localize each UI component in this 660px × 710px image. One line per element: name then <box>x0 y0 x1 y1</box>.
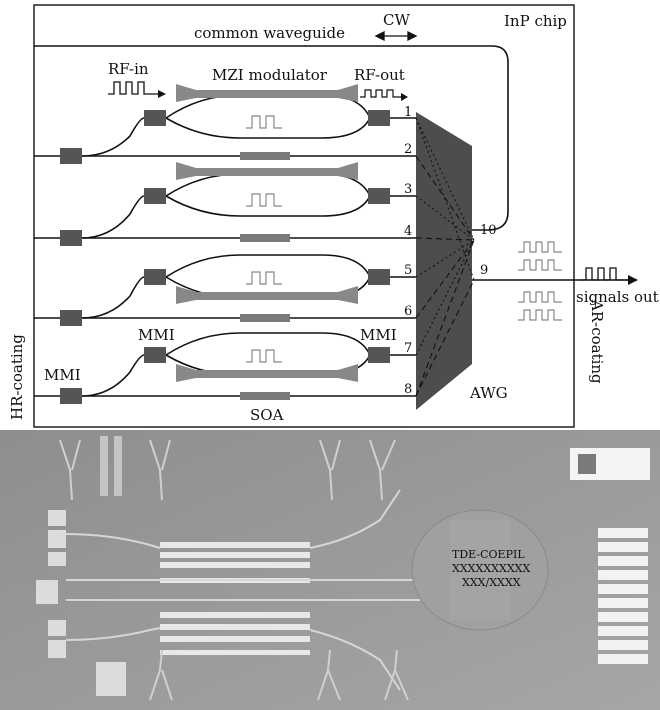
right-bond-pads <box>598 528 648 664</box>
port-6: 6 <box>404 304 412 319</box>
port-4: 4 <box>404 224 412 239</box>
port-5: 5 <box>404 263 412 278</box>
rf-out-label: RF-out <box>354 66 405 84</box>
rf-out-arrow-icon <box>401 93 408 101</box>
port-8: 8 <box>404 382 412 397</box>
port-3: 3 <box>404 182 412 197</box>
awg-block <box>416 112 472 410</box>
port-10: 10 <box>480 223 497 238</box>
signals-out-arrow-icon <box>628 275 638 285</box>
mmi-label-center-left: MMI <box>138 326 175 344</box>
mmi-label-left: MMI <box>44 366 81 384</box>
mzi-modulator-bars <box>176 84 358 382</box>
chip-outline <box>33 4 575 428</box>
top-probe-strips <box>100 436 122 496</box>
hr-coating-label: HR-coating <box>8 334 26 420</box>
awg-routing-lines <box>415 117 475 397</box>
cw-label: CW <box>383 11 410 29</box>
rf-in-label: RF-in <box>108 60 149 78</box>
chip-marking-line-1: TDE-COEPIL <box>452 548 525 561</box>
chip-marking-line-3: XXX/XXXX <box>462 576 521 589</box>
port-2: 2 <box>404 142 412 157</box>
awg-label: AWG <box>469 384 508 402</box>
port-numbers: 1 2 3 4 5 6 7 8 9 10 <box>404 105 497 397</box>
signals-out-pulse-icon <box>580 267 630 281</box>
rf-in-arrow-icon <box>158 90 166 98</box>
rf-in-pulse-icon <box>108 81 160 95</box>
awg-region <box>411 509 549 631</box>
chip-label: InP chip <box>504 12 567 30</box>
chip-micrograph: TDE-COEPIL XXXXXXXXXX XXX/XXXX <box>0 430 660 710</box>
mmi-blocks <box>60 110 390 404</box>
waveguide-network <box>34 94 630 397</box>
alignment-mark <box>570 448 650 480</box>
micrograph-waveguides <box>65 489 420 691</box>
left-bond-pads <box>36 510 126 696</box>
modulated-pulse-icons <box>246 115 282 363</box>
output-channel-pulse-icons <box>518 241 562 321</box>
chip-marking-text: TDE-COEPIL XXXXXXXXXX XXX/XXXX <box>452 548 530 589</box>
soa-bars <box>240 152 290 400</box>
bottom-contact-fans <box>149 649 409 701</box>
port-9: 9 <box>480 263 488 278</box>
ar-coating-label: AR-coating <box>588 299 606 384</box>
common-waveguide <box>34 45 509 231</box>
mzi-modulator-label: MZI modulator <box>212 66 328 84</box>
cw-double-arrow-icon <box>374 30 418 42</box>
mmi-label-center-right: MMI <box>360 326 397 344</box>
top-contact-fans <box>59 439 396 501</box>
signals-out-label: signals out <box>576 288 659 306</box>
laser-schematic-diagram: common waveguide CW InP chip RF-in MZI m… <box>8 4 659 428</box>
soa-label: SOA <box>250 406 284 424</box>
chip-marking-line-2: XXXXXXXXXX <box>452 562 530 575</box>
rf-out-pulse-icon <box>360 89 402 98</box>
port-7: 7 <box>404 341 412 356</box>
port-1: 1 <box>404 105 412 120</box>
common-waveguide-label: common waveguide <box>194 24 345 42</box>
